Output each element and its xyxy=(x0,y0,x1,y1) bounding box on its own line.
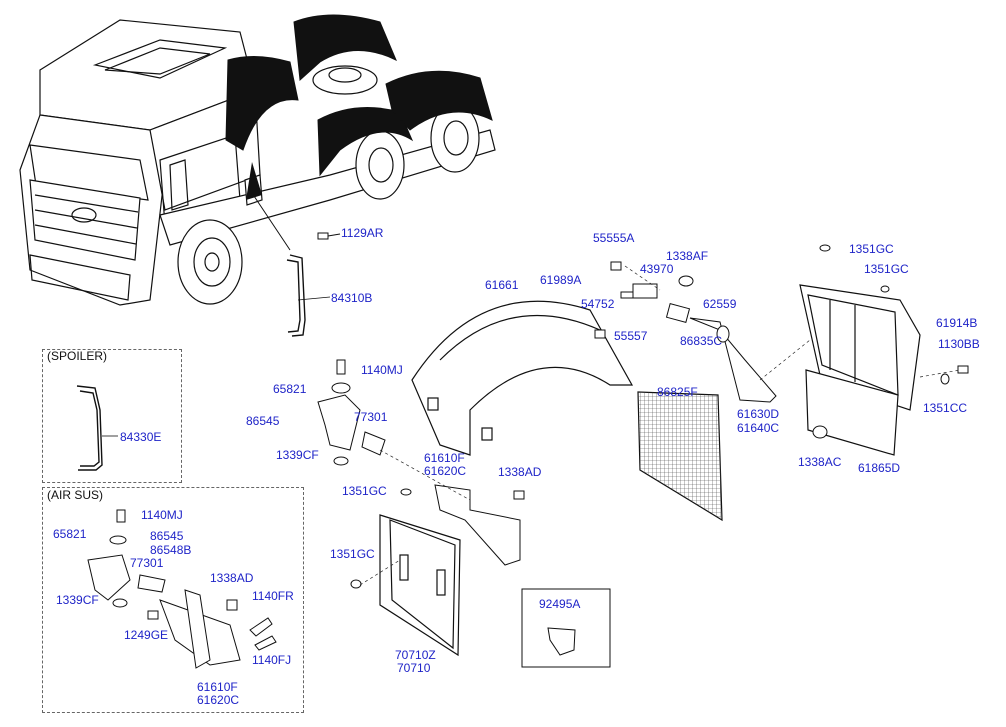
part-label-61630D[interactable]: 61630D xyxy=(737,407,780,421)
part-label-55557[interactable]: 55557 xyxy=(614,329,648,343)
part-label-1351GC[interactable]: 1351GC xyxy=(864,262,909,276)
part-label-1339CF[interactable]: 1339CF xyxy=(56,593,99,607)
part-box-92495A xyxy=(521,588,611,668)
part-label-1338AF[interactable]: 1338AF xyxy=(666,249,709,263)
part-label-65821[interactable]: 65821 xyxy=(53,527,87,541)
part-label-61610F[interactable]: 61610F xyxy=(424,451,465,465)
part-label-1140MJ[interactable]: 1140MJ xyxy=(141,508,183,522)
leader-lines xyxy=(359,265,961,586)
part-label-1140FJ[interactable]: 1140FJ xyxy=(252,653,292,667)
fender-61661 xyxy=(411,300,634,456)
part-label-62559[interactable]: 62559 xyxy=(703,297,737,311)
mud-mesh-86825F xyxy=(637,391,723,522)
mud-flap-70710 xyxy=(379,514,461,657)
part-label-86548B[interactable]: 86548B xyxy=(150,543,192,557)
part-label-61914B[interactable]: 61914B xyxy=(936,316,978,330)
mud-flap-61865D xyxy=(805,369,899,456)
bolt-1129AR xyxy=(317,232,341,240)
part-label-70710[interactable]: 70710 xyxy=(397,661,431,675)
part-label-54752[interactable]: 54752 xyxy=(581,297,615,311)
part-label-43970[interactable]: 43970 xyxy=(640,262,674,276)
part-label-1130BB[interactable]: 1130BB xyxy=(938,337,980,351)
part-label-1351GC[interactable]: 1351GC xyxy=(330,547,375,561)
part-label-1351CC[interactable]: 1351CC xyxy=(923,401,968,415)
part-label-61610F[interactable]: 61610F xyxy=(197,680,238,694)
part-label-84310B[interactable]: 84310B xyxy=(331,291,373,305)
part-label-1339CF[interactable]: 1339CF xyxy=(276,448,319,462)
part-label-61661[interactable]: 61661 xyxy=(485,278,519,292)
air-sus-box-title: (AIR SUS) xyxy=(47,488,104,502)
spoiler-box xyxy=(42,349,182,483)
part-label-61620C[interactable]: 61620C xyxy=(197,693,240,707)
air-sus-art xyxy=(87,509,277,669)
part-label-77301[interactable]: 77301 xyxy=(354,410,388,424)
part-label-1140MJ[interactable]: 1140MJ xyxy=(361,363,403,377)
spoiler-box-art xyxy=(76,385,118,471)
part-label-70710Z[interactable]: 70710Z xyxy=(395,648,436,662)
part-label-1140FR[interactable]: 1140FR xyxy=(252,589,294,603)
part-label-61989A[interactable]: 61989A xyxy=(540,273,582,287)
lamp-bracket-assembly xyxy=(594,261,777,403)
part-label-86545[interactable]: 86545 xyxy=(150,529,184,543)
part-label-61640C[interactable]: 61640C xyxy=(737,421,780,435)
spoiler-box-title: (SPOILER) xyxy=(47,349,108,363)
part-label-84330E[interactable]: 84330E xyxy=(120,430,162,444)
part-label-77301[interactable]: 77301 xyxy=(130,556,164,570)
part-label-1338AC[interactable]: 1338AC xyxy=(798,455,842,469)
part-label-1338AD[interactable]: 1338AD xyxy=(210,571,254,585)
part-label-1129AR[interactable]: 1129AR xyxy=(341,226,384,240)
part-label-61620C[interactable]: 61620C xyxy=(424,464,467,478)
truck-illustration xyxy=(19,19,496,306)
part-label-61865D[interactable]: 61865D xyxy=(858,461,901,475)
part-label-86545[interactable]: 86545 xyxy=(246,414,280,428)
part-label-92495A[interactable]: 92495A xyxy=(539,597,581,611)
bracket-group xyxy=(317,359,386,466)
part-label-1351GC[interactable]: 1351GC xyxy=(342,484,387,498)
part-label-55555A[interactable]: 55555A xyxy=(593,231,635,245)
part-label-65821[interactable]: 65821 xyxy=(273,382,307,396)
mud-flap-bracket xyxy=(434,484,525,566)
part-label-1249GE[interactable]: 1249GE xyxy=(124,628,169,642)
truck-rear-fenders xyxy=(225,14,493,177)
part-label-1351GC[interactable]: 1351GC xyxy=(849,242,894,256)
part-label-86825F[interactable]: 86825F xyxy=(657,385,698,399)
part-label-86835C[interactable]: 86835C xyxy=(680,334,723,348)
part-label-1338AD[interactable]: 1338AD xyxy=(498,465,542,479)
air-sus-box xyxy=(42,487,304,713)
spoiler-bar-84310B xyxy=(286,254,331,337)
